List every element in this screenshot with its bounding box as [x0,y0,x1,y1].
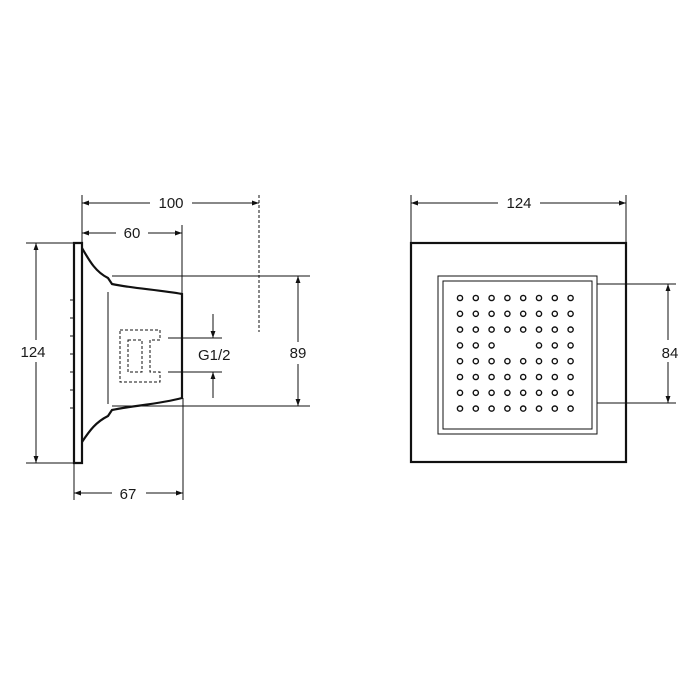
nozzle [535,357,543,365]
nozzle [472,389,480,397]
nozzle [488,310,495,318]
nozzle [472,294,480,302]
nozzle [504,357,511,365]
nozzle-grid [456,294,574,412]
nozzle [519,405,527,412]
nozzle [488,389,495,397]
nozzle [567,389,574,397]
nozzle [535,310,543,318]
dim-height: 124 [20,344,45,361]
thread-label: G1/2 [198,347,231,364]
nozzle [456,357,464,365]
side-nozzle-stubs [70,299,74,409]
side-body-outline [81,247,184,443]
nozzle [488,326,495,333]
nozzle [488,342,495,349]
nozzle [535,326,543,333]
nozzle [456,373,464,381]
nozzle [535,342,543,349]
nozzle [535,405,543,412]
nozzle [567,357,574,365]
nozzle [504,310,511,318]
nozzle [519,373,527,381]
nozzle [535,373,543,381]
nozzle [567,405,574,412]
nozzle [488,405,495,412]
nozzle [456,294,464,302]
nozzle [456,342,464,349]
nozzle [504,294,511,302]
dim-port-spacing: 89 [290,345,307,362]
nozzle [456,326,464,333]
nozzle [551,310,559,318]
nozzle [456,405,464,412]
front-spray-panel-outer [437,275,598,435]
nozzle [504,373,511,381]
nozzle [519,326,527,333]
nozzle [567,310,574,318]
side-faceplate [72,241,84,465]
dim-width: 124 [506,195,531,212]
nozzle [472,373,480,381]
nozzle [551,373,559,381]
nozzle [535,389,543,397]
front-view: 124 84 [409,192,683,464]
side-internal-connector [119,329,161,383]
nozzle [551,389,559,397]
dim-bottom-depth: 67 [120,486,137,503]
nozzle [519,294,527,302]
nozzle [504,405,511,412]
nozzle [535,294,543,302]
front-extension-lines [410,195,676,404]
dim-total-depth: 100 [158,195,183,212]
nozzle [551,405,559,412]
nozzle [488,373,495,381]
nozzle [488,357,495,365]
nozzle [567,342,574,349]
nozzle [551,342,559,349]
nozzle [567,326,574,333]
nozzle [472,405,480,412]
nozzle [519,389,527,397]
nozzle [567,294,574,302]
nozzle [456,389,464,397]
nozzle [567,373,574,381]
nozzle [472,342,480,349]
nozzle [519,357,527,365]
dim-body-depth: 60 [124,225,141,242]
nozzle [472,310,480,318]
nozzle [519,310,527,318]
nozzle [504,389,511,397]
front-faceplate [409,241,628,464]
nozzle [472,326,480,333]
side-view: G1/2 100 60 124 89 67 [14,192,314,503]
side-extension-lines [26,195,310,500]
nozzle [551,294,559,302]
nozzle [551,357,559,365]
nozzle [551,326,559,333]
front-spray-panel-inner [442,280,593,430]
nozzle [472,357,480,365]
dim-spray-height: 84 [662,345,679,362]
nozzle [456,310,464,318]
nozzle [488,294,495,302]
nozzle [504,326,511,333]
